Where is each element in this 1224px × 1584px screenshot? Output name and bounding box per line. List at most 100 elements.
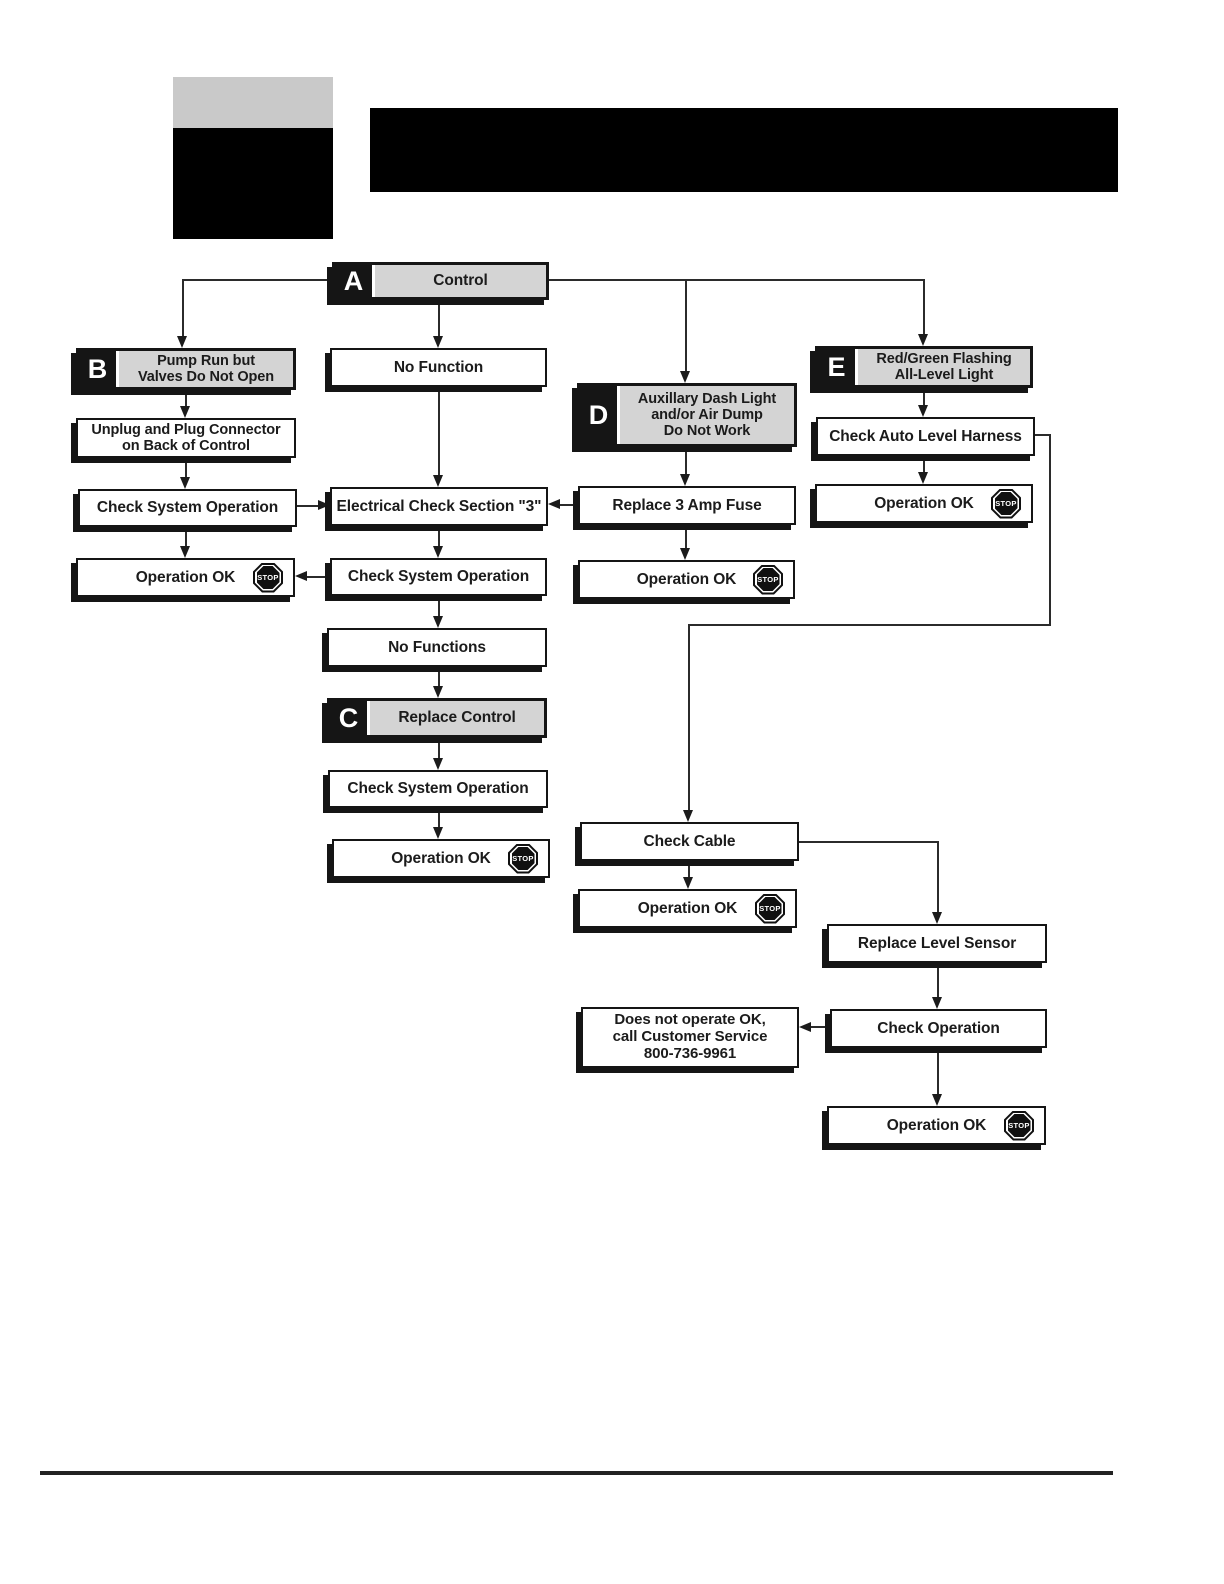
node-label: Red/Green Flashing All-Level Light bbox=[876, 350, 1012, 383]
connector-line bbox=[923, 456, 925, 473]
connector-line bbox=[811, 1026, 830, 1028]
node-label: Check System Operation bbox=[96, 499, 279, 517]
connector-line bbox=[438, 300, 440, 338]
node-panel: Control bbox=[372, 265, 546, 297]
stop-sign-icon: STOP bbox=[1004, 1110, 1034, 1141]
connector-line bbox=[1049, 434, 1051, 625]
flow-node-check-operation: Check Operation bbox=[830, 1009, 1047, 1048]
page-border-frame bbox=[40, 107, 1115, 1447]
node-label: Operation OK bbox=[636, 570, 737, 588]
flow-node-operation-ok-e: Operation OK STOP bbox=[815, 484, 1033, 523]
section-letter-c: C bbox=[330, 701, 367, 735]
flow-node-unplug-connector: Unplug and Plug Connector on Back of Con… bbox=[76, 418, 296, 458]
flow-node-replace-level-sensor: Replace Level Sensor bbox=[827, 924, 1047, 963]
node-label: Check Auto Level Harness bbox=[829, 427, 1022, 445]
node-panel: Auxillary Dash Light and/or Air Dump Do … bbox=[617, 386, 794, 444]
connector-line bbox=[685, 525, 687, 549]
arrowhead bbox=[548, 499, 560, 509]
connector-line bbox=[1035, 434, 1051, 436]
connector-line bbox=[438, 738, 440, 759]
connector-line bbox=[297, 505, 319, 507]
connector-line bbox=[438, 808, 440, 828]
node-label: Operation OK bbox=[637, 899, 738, 917]
flow-node-operation-ok-m: Operation OK STOP bbox=[332, 839, 550, 878]
node-panel: Replace Control bbox=[367, 701, 544, 735]
connector-line bbox=[689, 624, 1051, 626]
connector-line bbox=[185, 458, 187, 478]
connector-line bbox=[799, 841, 939, 843]
flow-node-operation-ok-final: Operation OK STOP bbox=[827, 1106, 1046, 1145]
flow-node-customer-service: Does not operate OK, call Customer Servi… bbox=[581, 1007, 799, 1068]
flow-node-aux-dash-light: D Auxillary Dash Light and/or Air Dump D… bbox=[577, 383, 797, 447]
node-label: Check System Operation bbox=[347, 568, 530, 586]
connector-line bbox=[937, 841, 939, 913]
connector-line bbox=[923, 387, 925, 406]
section-letter-b: B bbox=[79, 351, 116, 387]
node-panel: Red/Green Flashing All-Level Light bbox=[855, 349, 1030, 385]
arrowhead bbox=[932, 997, 942, 1009]
stop-sign-icon: STOP bbox=[253, 562, 283, 593]
flow-node-check-system-operation-b: Check System Operation bbox=[78, 489, 297, 527]
flow-node-replace-control: C Replace Control bbox=[327, 698, 547, 738]
connector-line bbox=[685, 447, 687, 475]
arrowhead bbox=[918, 405, 928, 417]
connector-line bbox=[937, 1048, 939, 1095]
flow-node-redgreen-flashing: E Red/Green Flashing All-Level Light bbox=[815, 346, 1033, 388]
flow-node-check-system-operation-m1: Check System Operation bbox=[330, 558, 547, 596]
flow-node-electrical-check-section-3: Electrical Check Section "3" bbox=[330, 487, 548, 526]
connector-line bbox=[560, 504, 578, 506]
node-label: No Functions bbox=[388, 638, 486, 656]
node-label: Control bbox=[433, 272, 488, 290]
node-panel: Pump Run but Valves Do Not Open bbox=[116, 351, 293, 387]
node-label: No Function bbox=[393, 358, 484, 376]
arrowhead bbox=[318, 500, 330, 510]
flow-node-operation-ok-b: Operation OK STOP bbox=[76, 558, 295, 597]
connector-line bbox=[183, 279, 332, 281]
node-label: Operation OK bbox=[874, 494, 974, 512]
flow-node-check-cable: Check Cable bbox=[580, 822, 799, 861]
arrowhead bbox=[295, 571, 307, 581]
node-label: Check Cable bbox=[643, 832, 736, 850]
arrowhead bbox=[433, 616, 443, 628]
stop-sign-icon: STOP bbox=[755, 893, 785, 924]
arrowhead bbox=[932, 1094, 942, 1106]
footer-rule bbox=[40, 1471, 1113, 1475]
arrowhead bbox=[680, 548, 690, 560]
arrowhead bbox=[799, 1022, 811, 1032]
node-label: Does not operate OK, call Customer Servi… bbox=[612, 1011, 768, 1062]
arrowhead bbox=[433, 546, 443, 558]
header-gray-block bbox=[173, 77, 333, 128]
node-label: Replace Level Sensor bbox=[857, 934, 1017, 952]
arrowhead bbox=[433, 336, 443, 348]
flow-node-pump-run: B Pump Run but Valves Do Not Open bbox=[76, 348, 296, 390]
section-letter-d: D bbox=[580, 386, 617, 444]
node-label: Unplug and Plug Connector on Back of Con… bbox=[91, 421, 281, 454]
arrowhead bbox=[918, 472, 928, 484]
connector-line bbox=[688, 861, 690, 878]
section-letter-e: E bbox=[818, 349, 855, 385]
node-label: Electrical Check Section "3" bbox=[336, 497, 542, 515]
section-letter-a: A bbox=[335, 265, 372, 297]
arrowhead bbox=[680, 371, 690, 383]
connector-line bbox=[182, 279, 184, 337]
connector-line bbox=[937, 962, 939, 998]
connector-line bbox=[185, 387, 187, 407]
arrowhead bbox=[683, 877, 693, 889]
arrowhead bbox=[433, 686, 443, 698]
arrowhead bbox=[683, 810, 693, 822]
node-label: Operation OK bbox=[135, 568, 236, 586]
flow-node-control: A Control bbox=[332, 262, 549, 300]
arrowhead bbox=[680, 474, 690, 486]
node-label: Operation OK bbox=[391, 849, 491, 867]
flow-node-operation-ok-cable: Operation OK STOP bbox=[578, 889, 797, 928]
header-title-bar bbox=[370, 108, 1118, 192]
arrowhead bbox=[932, 912, 942, 924]
flow-node-no-functions: No Functions bbox=[327, 628, 547, 667]
header-black-block bbox=[173, 128, 333, 239]
connector-line bbox=[438, 526, 440, 547]
connector-line bbox=[307, 576, 330, 578]
node-label: Replace 3 Amp Fuse bbox=[612, 496, 762, 514]
arrowhead bbox=[180, 546, 190, 558]
connector-line bbox=[923, 279, 925, 335]
